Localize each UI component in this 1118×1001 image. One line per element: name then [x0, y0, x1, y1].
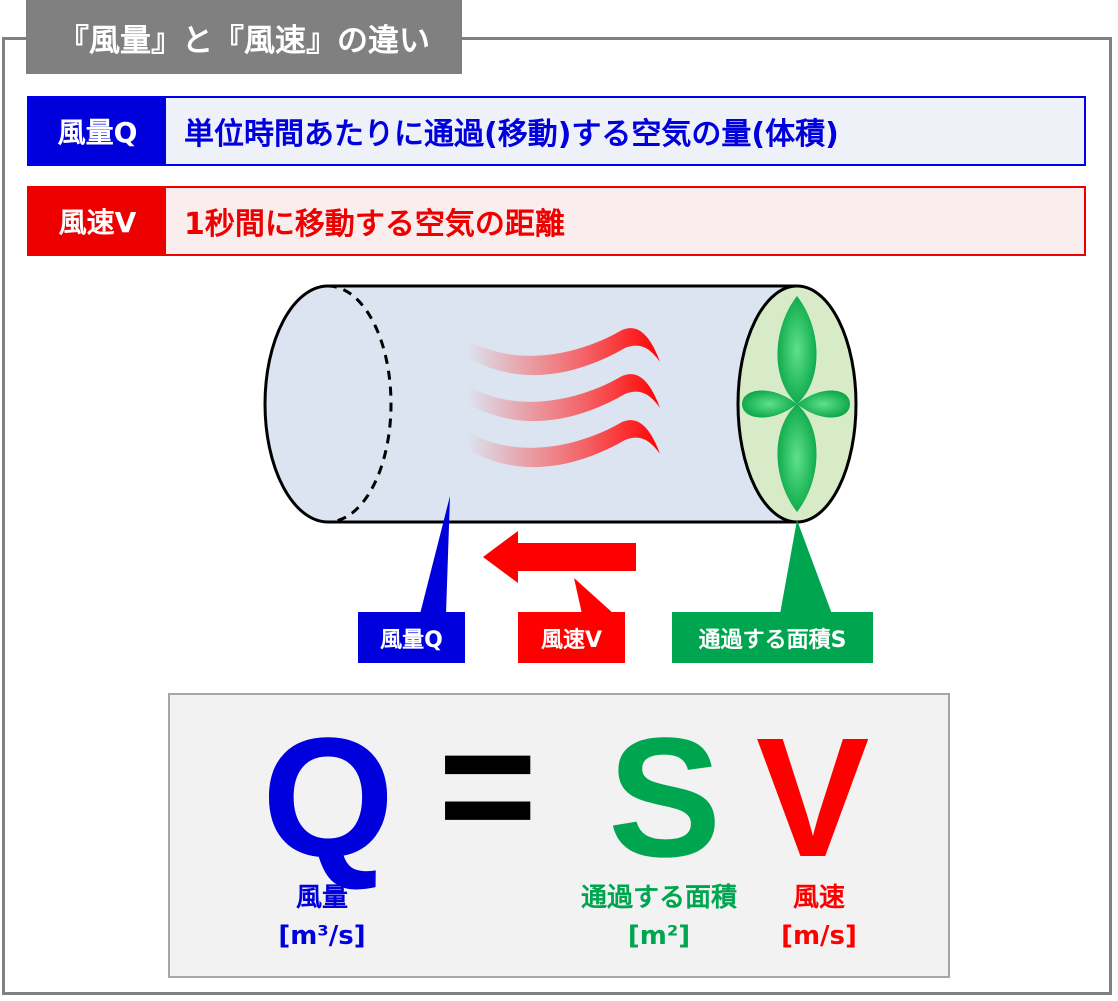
- formula-s: S: [608, 703, 722, 893]
- callout-speed-label: 風速V: [518, 612, 625, 663]
- definition-flow-text: 単位時間あたりに通過(移動)する空気の量(体積): [184, 117, 839, 152]
- formula-q-label: 風量 [m³/s]: [232, 879, 412, 955]
- outer-frame: [2, 37, 1112, 995]
- callout-area-pointer: [780, 520, 832, 614]
- formula-s-unit: [m²]: [627, 921, 691, 951]
- formula-v-label: 風速 [m/s]: [754, 879, 884, 955]
- callout-area-label: 通過する面積S: [672, 612, 873, 663]
- formula-s-label: 通過する面積 [m²]: [556, 879, 762, 955]
- definition-speed-row: 風速V 1秒間に移動する空気の距離: [27, 186, 1086, 256]
- formula-equals: =: [438, 691, 538, 881]
- formula-v-name: 風速: [792, 883, 845, 913]
- definition-speed-label: 風速V: [29, 188, 166, 254]
- callout-speed-pointer: [574, 578, 614, 614]
- callout-flow-pointer: [420, 496, 450, 614]
- formula-s-name: 通過する面積: [580, 883, 737, 913]
- fan-icon: [736, 284, 858, 524]
- definition-speed-text: 1秒間に移動する空気の距離: [184, 207, 565, 242]
- arrow-left-icon: [483, 531, 636, 583]
- formula-q-unit: [m³/s]: [278, 921, 366, 951]
- callout-flow-label: 風量Q: [358, 612, 465, 663]
- formula-q-name: 風量: [295, 883, 348, 913]
- formula-box: Q = S V 風量 [m³/s] 通過する面積 [m²] 風速 [m/s]: [168, 693, 950, 978]
- page-title: 『風量』と『風速』の違い: [26, 0, 462, 74]
- definition-flow-label: 風量Q: [29, 98, 166, 164]
- definition-flow-row: 風量Q 単位時間あたりに通過(移動)する空気の量(体積): [27, 96, 1086, 166]
- formula-q: Q: [262, 703, 395, 893]
- formula-v: V: [756, 703, 870, 893]
- formula-v-unit: [m/s]: [781, 921, 857, 951]
- duct-diagram: [263, 284, 858, 614]
